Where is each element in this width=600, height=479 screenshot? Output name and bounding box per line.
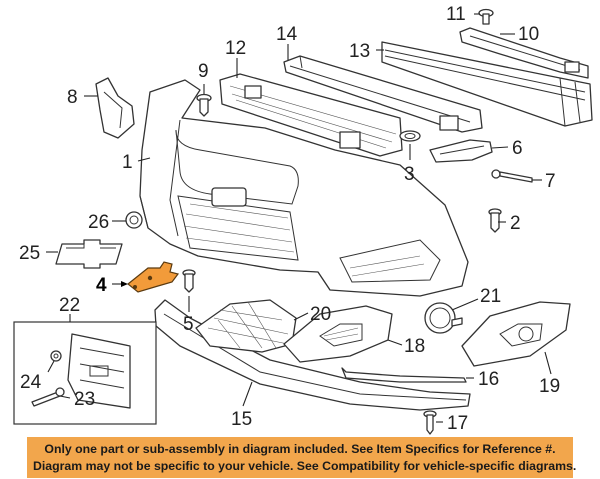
push-pin-2-part: [488, 208, 502, 233]
lower-grille-20-part: [195, 299, 297, 353]
callout-6: 6: [512, 138, 523, 159]
fog-lamp-21-part: [424, 302, 463, 334]
disclaimer-line-1: Only one part or sub-assembly in diagram…: [44, 442, 556, 456]
callout-12: 12: [225, 38, 246, 59]
leader-lines: [46, 13, 552, 423]
callout-5: 5: [183, 314, 194, 335]
callout-9: 9: [198, 61, 209, 82]
callout-23: 23: [74, 389, 95, 410]
callout-18: 18: [404, 336, 425, 357]
callout-11: 11: [446, 4, 466, 25]
side-bracket-6-part: [429, 139, 493, 163]
clip-3-part: [399, 130, 421, 142]
callout-3: 3: [404, 164, 415, 185]
nut-24-part: [50, 350, 62, 362]
callout-14: 14: [276, 24, 298, 45]
callout-21: 21: [480, 286, 501, 307]
license-bracket-4-part: [127, 261, 180, 293]
push-pin-9-part: [196, 93, 212, 117]
callout-7: 7: [545, 171, 556, 192]
molding-16-part: [341, 367, 467, 383]
callout-15: 15: [231, 409, 252, 430]
side-bracket-8-part: [95, 77, 135, 139]
callout-19: 19: [539, 376, 560, 397]
bolt-17-part: [423, 410, 437, 435]
bolt-11-part: [478, 8, 494, 25]
callout-1: 1: [122, 152, 133, 173]
bumper-cover-part: [139, 79, 469, 297]
callout-13: 13: [349, 41, 370, 62]
callout-16: 16: [478, 369, 499, 390]
disclaimer-banner: Only one part or sub-assembly in diagram…: [27, 437, 577, 478]
callout-24: 24: [20, 372, 42, 393]
upper-absorber-part: [283, 55, 483, 133]
impact-bar-part: [381, 41, 593, 127]
plug-26-part: [125, 211, 143, 229]
emblem-25-part: [55, 239, 123, 269]
absorber-bracket-part: [459, 27, 589, 79]
callout-8: 8: [67, 87, 78, 108]
license-plate-group-22: [13, 321, 157, 425]
callout-20: 20: [310, 304, 331, 325]
push-pin-5-part: [182, 269, 196, 293]
callout-25: 25: [19, 243, 40, 264]
fog-bezel-18-part: [283, 305, 393, 363]
bolt-7-part: [491, 169, 533, 183]
callout-10: 10: [518, 24, 539, 45]
callout-26: 26: [88, 212, 109, 233]
disclaimer-line-2: Diagram may not be specific to your vehi…: [33, 458, 577, 473]
fog-bezel-19-part: [461, 301, 571, 367]
grille-support-part: [219, 73, 403, 157]
callout-labels: 1 2 3 4 5 6 7 8 9 10 11 12 13 14 15 16 1…: [19, 4, 560, 434]
callout-4: 4: [96, 275, 107, 296]
callout-2: 2: [510, 213, 521, 234]
callout-22: 22: [59, 295, 80, 316]
callout-17: 17: [447, 413, 468, 434]
